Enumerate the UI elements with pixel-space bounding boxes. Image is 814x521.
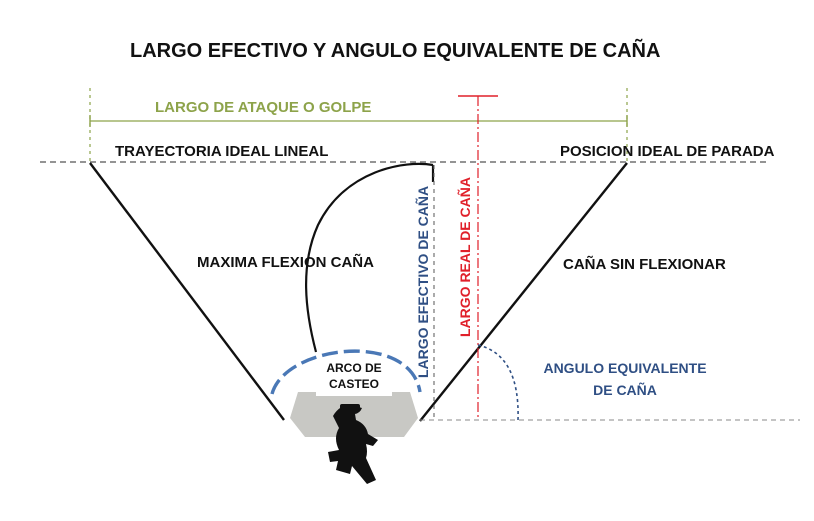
casting-arc xyxy=(270,349,422,395)
effective-length-label: LARGO EFECTIVO DE CAÑA xyxy=(415,185,431,378)
angler-silhouette-icon xyxy=(328,404,378,484)
left-rod-line xyxy=(89,162,285,421)
equivalent-angle-label: ANGULO EQUIVALENTE DE CAÑA xyxy=(530,357,720,401)
ideal-trajectory-label: TRAYECTORIA IDEAL LINEAL xyxy=(115,143,329,160)
max-flex-label: MAXIMA FLEXION CAÑA xyxy=(197,254,374,271)
attack-length-label: LARGO DE ATAQUE O GOLPE xyxy=(155,99,372,116)
equivalent-angle-label-line1: ANGULO EQUIVALENTE xyxy=(543,360,707,376)
max-flex-rod-curve xyxy=(305,162,434,353)
casting-arc-label-line2: CASTEO xyxy=(328,377,379,391)
unflexed-rod-label: CAÑA SIN FLEXIONAR xyxy=(563,256,726,273)
real-length-label: LARGO REAL DE CAÑA xyxy=(457,177,473,337)
diagram-title: LARGO EFECTIVO Y ANGULO EQUIVALENTE DE C… xyxy=(130,40,661,62)
casting-arc-label: ARCO DE CASTEO xyxy=(316,360,392,392)
equivalent-angle-arc xyxy=(477,344,519,421)
equivalent-angle-label-line2: DE CAÑA xyxy=(593,382,657,398)
arc-label-box xyxy=(316,356,392,396)
casting-arc-label-line1: ARCO DE xyxy=(326,361,382,375)
right-rod-line xyxy=(419,162,628,422)
ideal-stop-label: POSICION IDEAL DE PARADA xyxy=(560,143,775,160)
